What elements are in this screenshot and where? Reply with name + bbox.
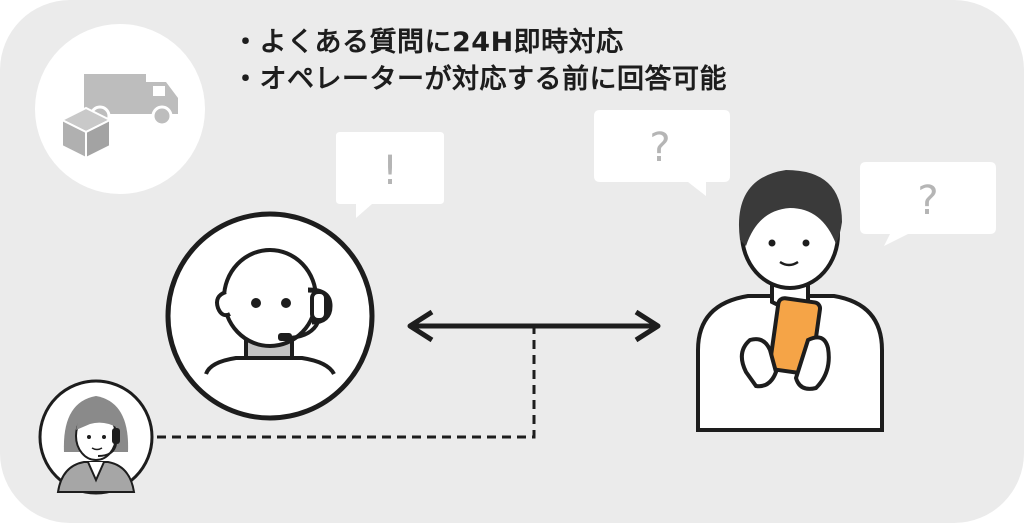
- feature-item-instant-answer: よくある質問に24H即時対応: [232, 24, 727, 61]
- truck-box-icon: [35, 24, 205, 194]
- double-arrow-icon: [407, 309, 661, 343]
- user-question-bubble-left: ?: [594, 110, 730, 196]
- operator-connector-line: [157, 326, 536, 439]
- user-right-bubble-mark: ?: [917, 178, 938, 224]
- feature-list: よくある質問に24H即時対応 オペレーターが対応する前に回答可能: [232, 24, 727, 98]
- chatbot-headset-icon: [165, 211, 375, 421]
- bot-speech-bubble: !: [336, 132, 444, 218]
- smartphone-user-icon: [696, 170, 884, 432]
- user-left-bubble-mark: ?: [649, 125, 670, 171]
- feature-item-answer-before-operator: オペレーターが対応する前に回答可能: [232, 61, 727, 98]
- operator-avatar-icon: [38, 379, 154, 495]
- user-question-bubble-right: ?: [860, 162, 996, 246]
- bot-bubble-mark: !: [382, 148, 398, 194]
